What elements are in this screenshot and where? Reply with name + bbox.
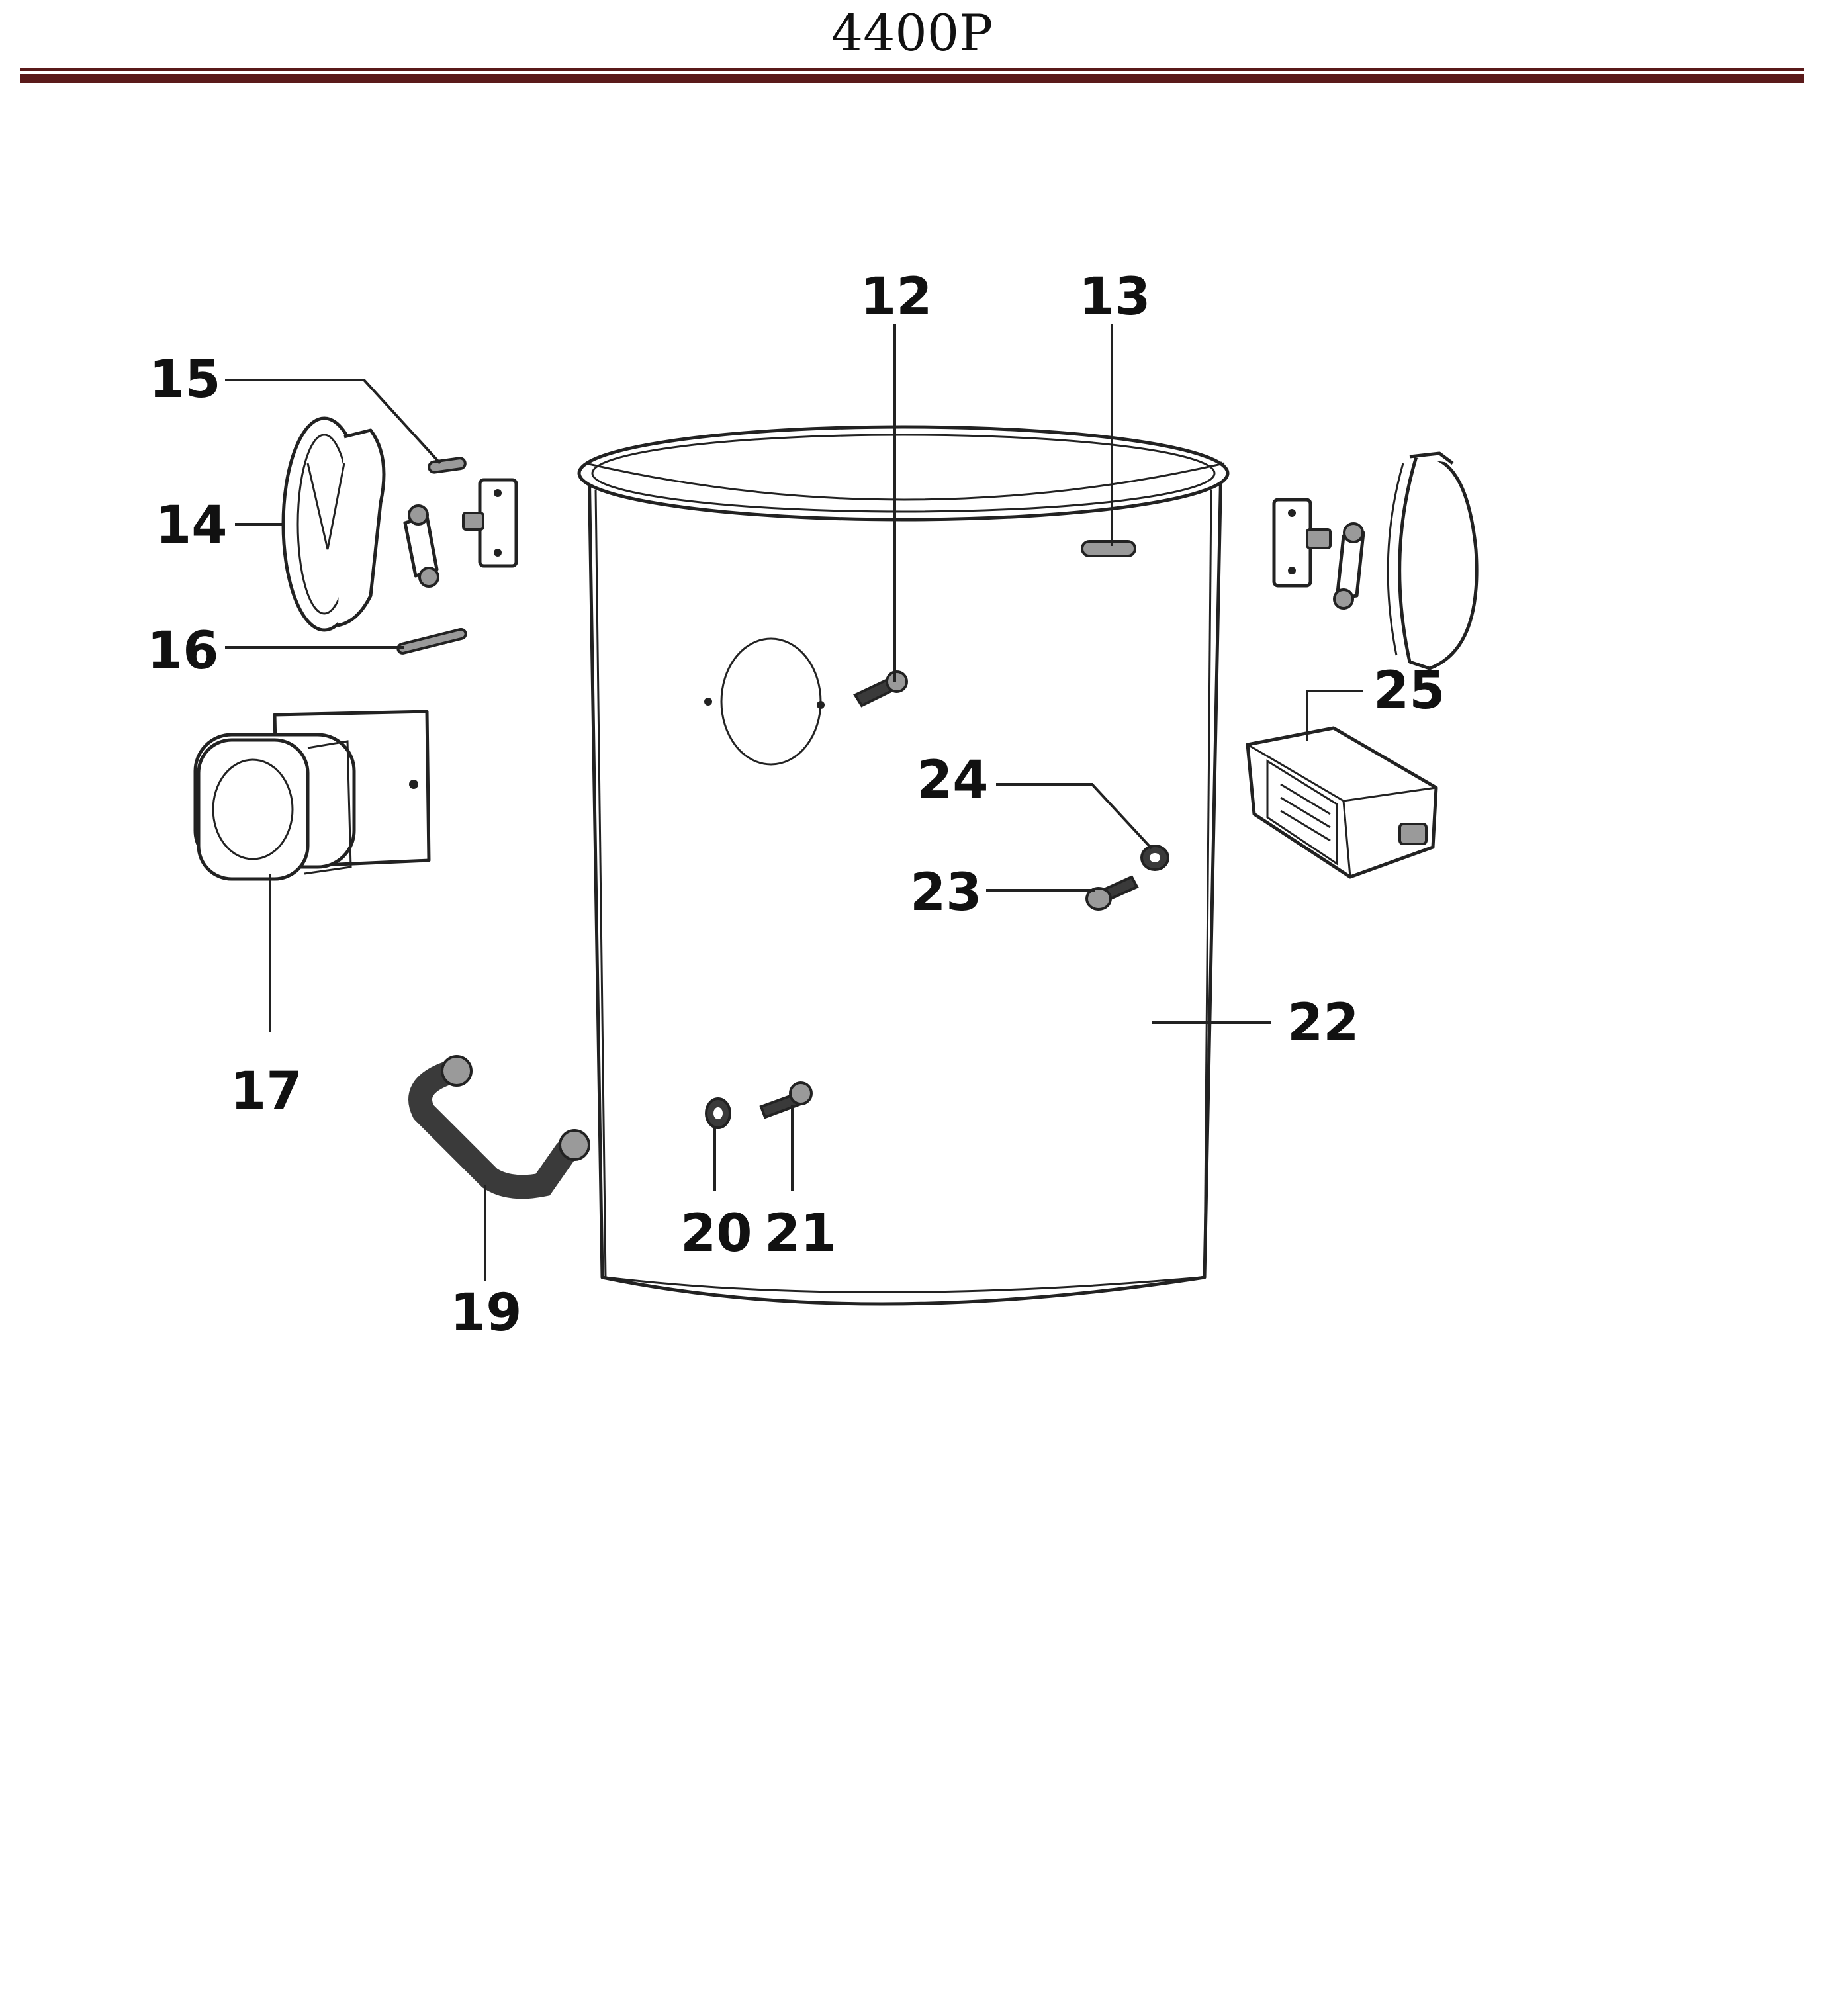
callout-17: 17 xyxy=(230,1062,302,1121)
hinge-bracket-right xyxy=(1272,498,1332,588)
part-19-handle xyxy=(408,1055,590,1199)
header-divider-thin xyxy=(20,68,1804,71)
callout-14: 14 xyxy=(156,496,228,555)
part-13-pin xyxy=(1081,540,1136,557)
end-clip-right xyxy=(1387,451,1479,670)
part-15-pin xyxy=(428,457,467,474)
part-22-drum xyxy=(577,425,1230,1306)
part-16-rod xyxy=(396,627,467,655)
callout-21: 21 xyxy=(764,1204,837,1263)
callout-22: 22 xyxy=(1287,993,1359,1053)
drum-port xyxy=(704,637,825,766)
callout-24: 24 xyxy=(917,751,989,810)
part-25-connector xyxy=(1246,726,1438,879)
part-24-washer xyxy=(1140,845,1169,871)
part-23-screw xyxy=(1085,875,1139,911)
leader-lines xyxy=(225,324,1363,1281)
page-title: 4400P xyxy=(831,3,993,62)
part-14-end-clip xyxy=(281,416,386,632)
callout-12: 12 xyxy=(860,267,933,327)
part-21-bolt xyxy=(759,1081,813,1119)
callout-19: 19 xyxy=(450,1283,522,1343)
latch-link-left xyxy=(403,504,439,588)
callout-23: 23 xyxy=(910,863,982,923)
callout-13: 13 xyxy=(1079,267,1151,327)
latch-link-right xyxy=(1333,522,1365,610)
callout-15: 15 xyxy=(149,350,221,410)
part-17-inlet xyxy=(193,710,431,881)
part-20-washer xyxy=(705,1097,731,1129)
hinge-bracket-left xyxy=(462,478,518,568)
callout-25: 25 xyxy=(1373,661,1445,721)
part-12-bolt xyxy=(853,670,908,708)
callout-16: 16 xyxy=(147,621,219,681)
callout-20: 20 xyxy=(680,1204,752,1263)
header-divider-thick xyxy=(20,74,1804,83)
